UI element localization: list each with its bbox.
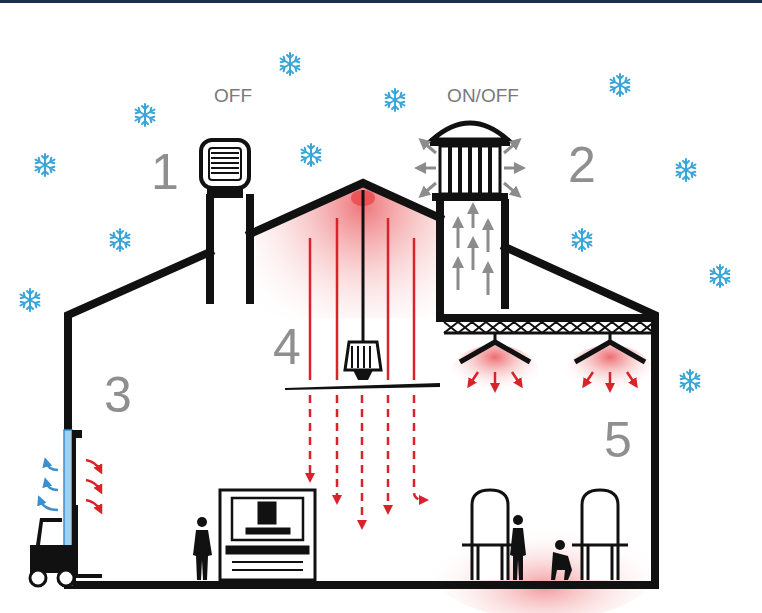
status-label: ON/OFF xyxy=(447,86,519,105)
top-bar xyxy=(0,0,762,3)
radiant-heaters xyxy=(460,333,645,388)
callout-number: 5 xyxy=(604,415,632,465)
floor-heat-glow xyxy=(430,510,660,613)
heater-glow xyxy=(565,345,655,405)
forklift xyxy=(30,505,102,586)
snowflakes xyxy=(21,53,730,392)
status-label: OFF xyxy=(214,86,252,105)
callout-number: 4 xyxy=(273,322,301,372)
callout-number: 1 xyxy=(151,147,179,197)
worker-figure xyxy=(193,517,212,580)
cnc-machine xyxy=(220,490,315,580)
destratification-fan xyxy=(285,190,440,390)
worker-figures xyxy=(510,515,572,580)
callout-number: 2 xyxy=(568,140,596,190)
heater-glow xyxy=(450,345,540,405)
ceiling-truss xyxy=(444,322,655,333)
exhaust-fan-off xyxy=(201,140,249,198)
tank-machines xyxy=(462,490,628,580)
warm-air-arrows xyxy=(310,218,424,525)
roof-ventilator xyxy=(420,123,520,295)
callout-number: 3 xyxy=(104,370,132,420)
building-outline xyxy=(68,183,655,585)
